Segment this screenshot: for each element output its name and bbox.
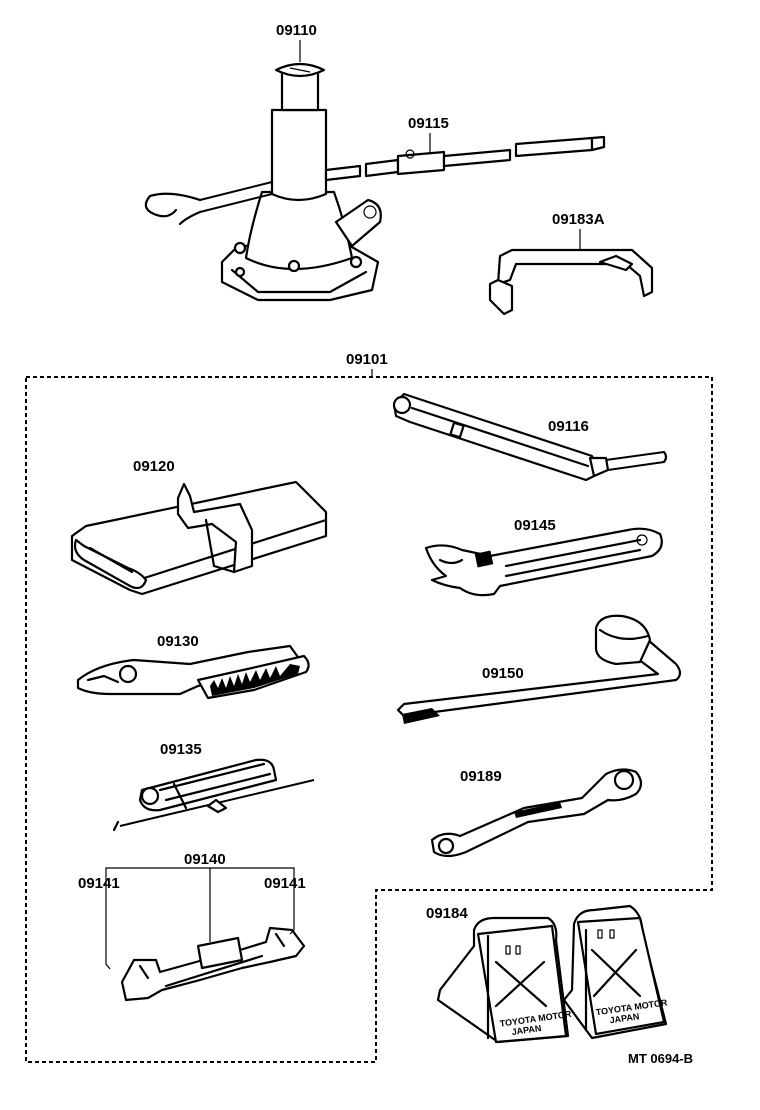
label-09184: 09184 [426,905,468,922]
wheel-chock-icon: TOYOTA MOTOR JAPAN TOYOTA MOTOR JAPAN [436,904,668,1044]
lug-wrench-icon [396,614,682,724]
label-09110: 09110 [276,22,317,39]
jack-handle-icon [144,135,606,226]
screwdriver-icon [112,758,315,832]
label-09116: 09116 [548,418,589,435]
wrench-bar-icon [392,392,668,482]
jack-icon [220,62,382,302]
label-09130: 09130 [157,633,199,650]
kit-boundary [25,376,713,1063]
label-09183A: 09183A [552,211,605,228]
figure-reference: MT 0694-B [628,1051,693,1066]
chock-stamp-line2-left: JAPAN [511,1023,542,1037]
adjustable-wrench-icon [424,527,663,597]
bracket-icon [488,248,654,316]
label-09150: 09150 [482,665,524,682]
chock-stamp-line2-right: JAPAN [609,1011,640,1025]
label-09141-left: 09141 [78,875,120,892]
tool-bag-icon [70,480,328,596]
label-09140: 09140 [184,851,226,868]
label-09135: 09135 [160,741,202,758]
label-09141-right: 09141 [264,875,306,892]
label-09189: 09189 [460,768,502,785]
pliers-icon [76,644,310,700]
label-09145: 09145 [514,517,556,534]
label-09120: 09120 [133,458,175,475]
label-09101: 09101 [346,351,388,368]
label-09115: 09115 [408,115,449,132]
open-end-wrench-icon [120,926,306,1002]
box-wrench-icon [430,768,643,858]
